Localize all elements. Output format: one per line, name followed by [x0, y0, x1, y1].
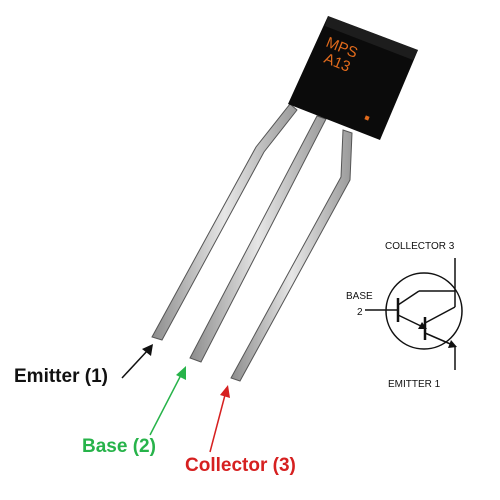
- collector-arrow: [209, 385, 230, 453]
- base-lead: [189, 115, 327, 363]
- base-arrow: [149, 366, 186, 436]
- emitter-arrow: [121, 344, 153, 379]
- emitter-label: Emitter (1): [14, 366, 108, 387]
- base-pin-label-line1: BASE: [346, 291, 373, 302]
- collector-label: Collector (3): [185, 455, 296, 476]
- leads: [151, 103, 353, 382]
- polarity-dot: [364, 115, 370, 121]
- base-pin-label-line2: 2: [357, 307, 363, 318]
- collector-pin-label: COLLECTOR 3: [385, 241, 455, 252]
- callout-arrows: [121, 344, 230, 453]
- emitter-lead: [151, 103, 298, 341]
- base-label: Base (2): [82, 436, 156, 457]
- emitter-pin-label: EMITTER 1: [388, 379, 441, 390]
- to92-package-body: MPS A13: [288, 16, 418, 140]
- symbol-outline-circle: [385, 272, 463, 350]
- darlington-schematic-symbol: COLLECTOR 3 BASE 2 EMITTER 1: [346, 241, 463, 390]
- collector-lead: [230, 129, 353, 382]
